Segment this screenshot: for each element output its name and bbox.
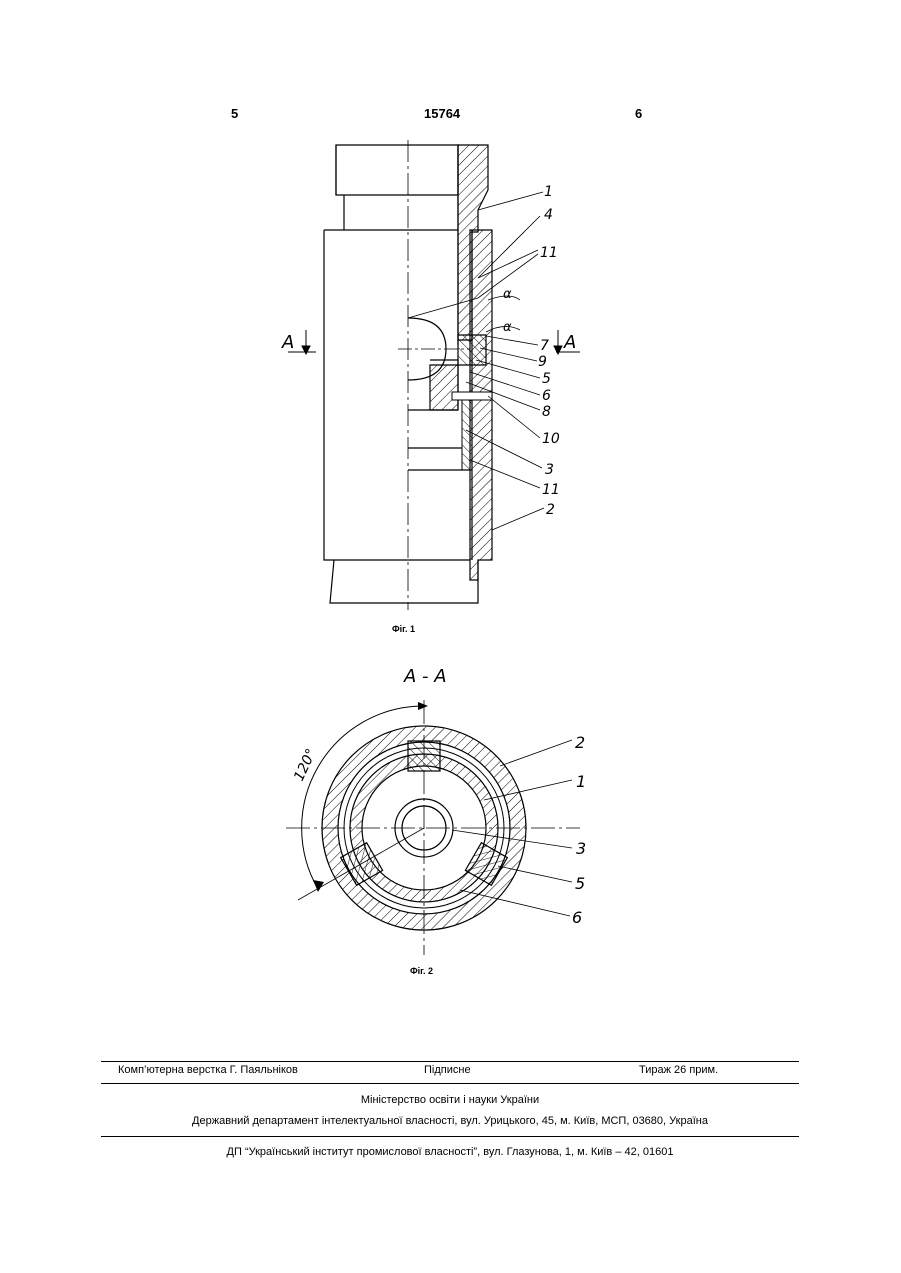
part-label-2: 2: [546, 502, 555, 518]
fig2-part-label-1: 1: [576, 772, 586, 791]
part-label-9: 9: [538, 354, 547, 370]
section-mark-right: А: [563, 332, 576, 353]
footer-ministry: Міністерство освіти і науки України: [101, 1094, 799, 1106]
part-label-11-bottom: 11: [542, 482, 560, 498]
part-label-1: 1: [544, 184, 553, 200]
footer-institute: ДП “Український інститут промислової вла…: [101, 1146, 799, 1158]
footer-rule-bottom: [101, 1136, 799, 1137]
figure-2-drawing: А - А 120° 2 1 3 5 6: [0, 650, 901, 970]
fig2-part-label-5: 5: [575, 874, 585, 893]
footer-department: Державний департамент інтелектуальної вл…: [101, 1115, 799, 1127]
footer-circulation: Тираж 26 прим.: [639, 1064, 718, 1076]
angle-label-upper: α: [503, 287, 512, 302]
fig2-part-label-2: 2: [575, 733, 585, 752]
part-label-6: 6: [542, 388, 551, 404]
part-label-5: 5: [542, 371, 551, 387]
part-label-4: 4: [544, 207, 553, 223]
part-label-7: 7: [540, 338, 549, 354]
figure-1-drawing: А А 1 4 11 7 9 5 6 8 10 3 11 2 α α: [0, 0, 901, 640]
angle-label-lower: α: [503, 320, 512, 335]
footer-rule-top: [101, 1061, 799, 1062]
section-title: А - А: [403, 666, 447, 687]
part-label-3: 3: [545, 462, 554, 478]
part-label-11-top: 11: [540, 245, 558, 261]
fig2-part-label-3: 3: [576, 839, 586, 858]
angle-label-120: 120°: [291, 746, 320, 783]
fig2-part-label-6: 6: [572, 908, 582, 927]
figure-1-caption: Фіг. 1: [392, 624, 415, 634]
footer-typesetting: Комп’ютерна верстка Г. Паяльніков: [118, 1064, 298, 1076]
figure-2-caption: Фіг. 2: [410, 966, 433, 976]
part-label-10: 10: [542, 431, 560, 447]
footer-signed: Підписне: [424, 1064, 471, 1076]
section-mark-left: А: [281, 332, 294, 353]
part-label-8: 8: [542, 404, 551, 420]
footer-rule-middle: [101, 1083, 799, 1084]
